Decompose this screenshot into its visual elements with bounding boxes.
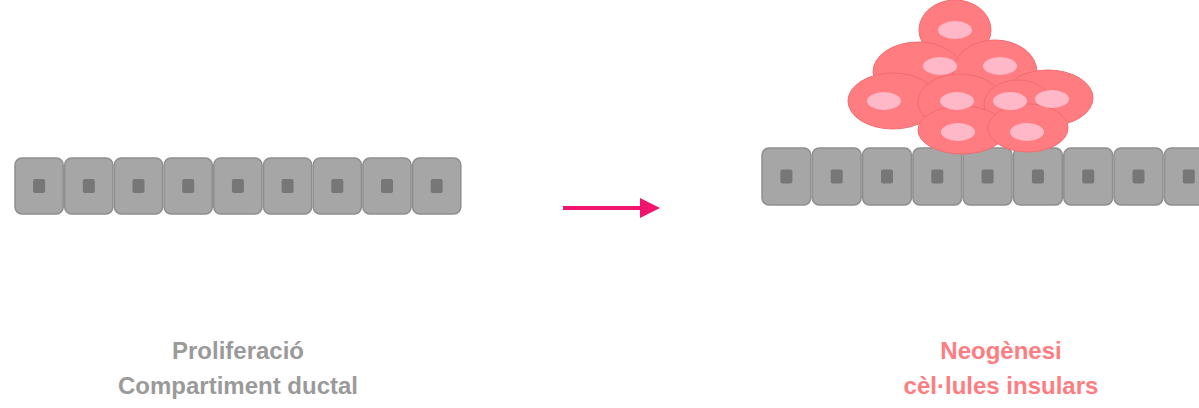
- cell-nucleus: [232, 179, 244, 193]
- ductal-cell: [863, 148, 912, 205]
- ductal-cell: [114, 158, 162, 214]
- arrow-connector: [563, 198, 660, 218]
- islet-nucleus: [938, 21, 972, 39]
- islet-nucleus: [941, 123, 975, 141]
- cell-nucleus: [1032, 170, 1044, 184]
- ductal-cell: [413, 158, 461, 214]
- cell-nucleus: [831, 170, 843, 184]
- ductal-cell: [1014, 148, 1063, 205]
- islet-nucleus: [867, 92, 901, 110]
- ductal-cell: [762, 148, 811, 205]
- ductal-cell: [214, 158, 262, 214]
- ductal-cell: [1164, 148, 1199, 205]
- arrow-shaft: [563, 206, 641, 210]
- islet-nucleus: [1035, 90, 1069, 108]
- cell-nucleus: [331, 179, 343, 193]
- cell-nucleus: [133, 179, 145, 193]
- islet-nucleus: [983, 57, 1017, 75]
- islet-nucleus: [923, 57, 957, 75]
- ductal-cell: [1064, 148, 1113, 205]
- islet-nucleus: [940, 92, 974, 110]
- cell-nucleus: [982, 170, 994, 184]
- cell-nucleus: [1133, 170, 1145, 184]
- cell-nucleus: [931, 170, 943, 184]
- islet-nucleus: [993, 92, 1027, 110]
- cell-nucleus: [780, 170, 792, 184]
- ductal-cell: [363, 158, 411, 214]
- cell-nucleus: [1082, 170, 1094, 184]
- cell-nucleus: [182, 179, 194, 193]
- ductal-compartment: Proliferació Compartiment ductal: [15, 158, 563, 214]
- ductal-cell: [264, 158, 312, 214]
- ductal-cell: [1114, 148, 1163, 205]
- cell-nucleus: [282, 179, 294, 193]
- ductal-cells: [762, 148, 1199, 205]
- arrow-head: [640, 198, 660, 218]
- cell-nucleus: [431, 179, 443, 193]
- cell-nucleus: [881, 170, 893, 184]
- ductal-cell: [963, 148, 1012, 205]
- islet-cells: [848, 0, 1093, 154]
- cell-nucleus: [381, 179, 393, 193]
- islet-cell: [988, 104, 1068, 152]
- ductal-cell: [164, 158, 212, 214]
- islet-nucleus: [1010, 123, 1044, 141]
- node-label: Proliferació Compartiment ductal: [103, 333, 373, 403]
- cell-nucleus: [33, 179, 45, 193]
- ductal-cell: [812, 148, 861, 205]
- cell-nucleus: [83, 179, 95, 193]
- ductal-cell: [913, 148, 962, 205]
- node-label: Neogènesi cèl·lules insulars: [895, 333, 1107, 403]
- islet-neogenesis: Neogènesi cèl·lules insulars: [660, 148, 1199, 214]
- ductal-cell: [15, 158, 63, 214]
- ductal-cell: [65, 158, 113, 214]
- ductal-cells: [15, 158, 461, 214]
- ductal-cell: [313, 158, 361, 214]
- cell-nucleus: [1183, 170, 1195, 184]
